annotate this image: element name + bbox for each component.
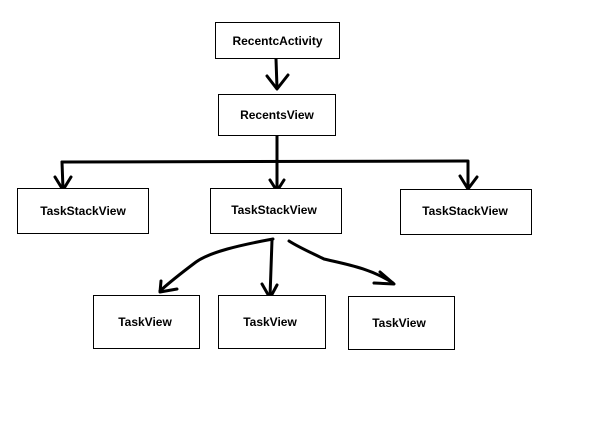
- node-box: [17, 188, 149, 234]
- arrowhead-recentsview: [265, 73, 290, 91]
- node-label: TaskStackView: [231, 203, 317, 217]
- node-label: TaskStackView: [422, 204, 508, 218]
- node-label: RecentcActivity: [232, 34, 322, 48]
- node-box: [218, 295, 326, 349]
- node-box: [210, 188, 342, 234]
- node-label: TaskView: [243, 315, 297, 329]
- edge-to-taskstack-left: [60, 160, 65, 191]
- node-box: [218, 94, 336, 136]
- edge-horizontal-bus: [60, 159, 470, 164]
- edge-activity-to-recentsview: [274, 57, 279, 90]
- arrowhead-taskview-right: [372, 270, 396, 286]
- node-taskview-center: TaskView: [218, 295, 326, 349]
- node-taskstackview-right: TaskStackView: [400, 189, 532, 235]
- node-taskview-right: TaskView: [348, 296, 455, 350]
- node-label: RecentsView: [240, 108, 314, 122]
- node-box: [348, 296, 455, 350]
- arrowhead-taskview-left: [158, 279, 179, 294]
- node-box: [215, 22, 340, 59]
- node-taskstackview-center: TaskStackView: [210, 188, 342, 234]
- node-label: TaskView: [118, 315, 172, 329]
- node-box: [400, 189, 532, 235]
- edge-to-taskview-center: [268, 238, 274, 299]
- node-taskview-left: TaskView: [93, 295, 200, 349]
- node-label: TaskView: [372, 316, 426, 330]
- edge-to-taskview-right: [287, 239, 395, 285]
- node-box: [93, 295, 200, 349]
- node-label: TaskStackView: [40, 204, 126, 218]
- edge-to-taskview-left: [158, 237, 275, 293]
- node-recents-view: RecentsView: [218, 94, 336, 136]
- node-recents-activity: RecentcActivity: [215, 22, 340, 59]
- node-taskstackview-left: TaskStackView: [17, 188, 149, 234]
